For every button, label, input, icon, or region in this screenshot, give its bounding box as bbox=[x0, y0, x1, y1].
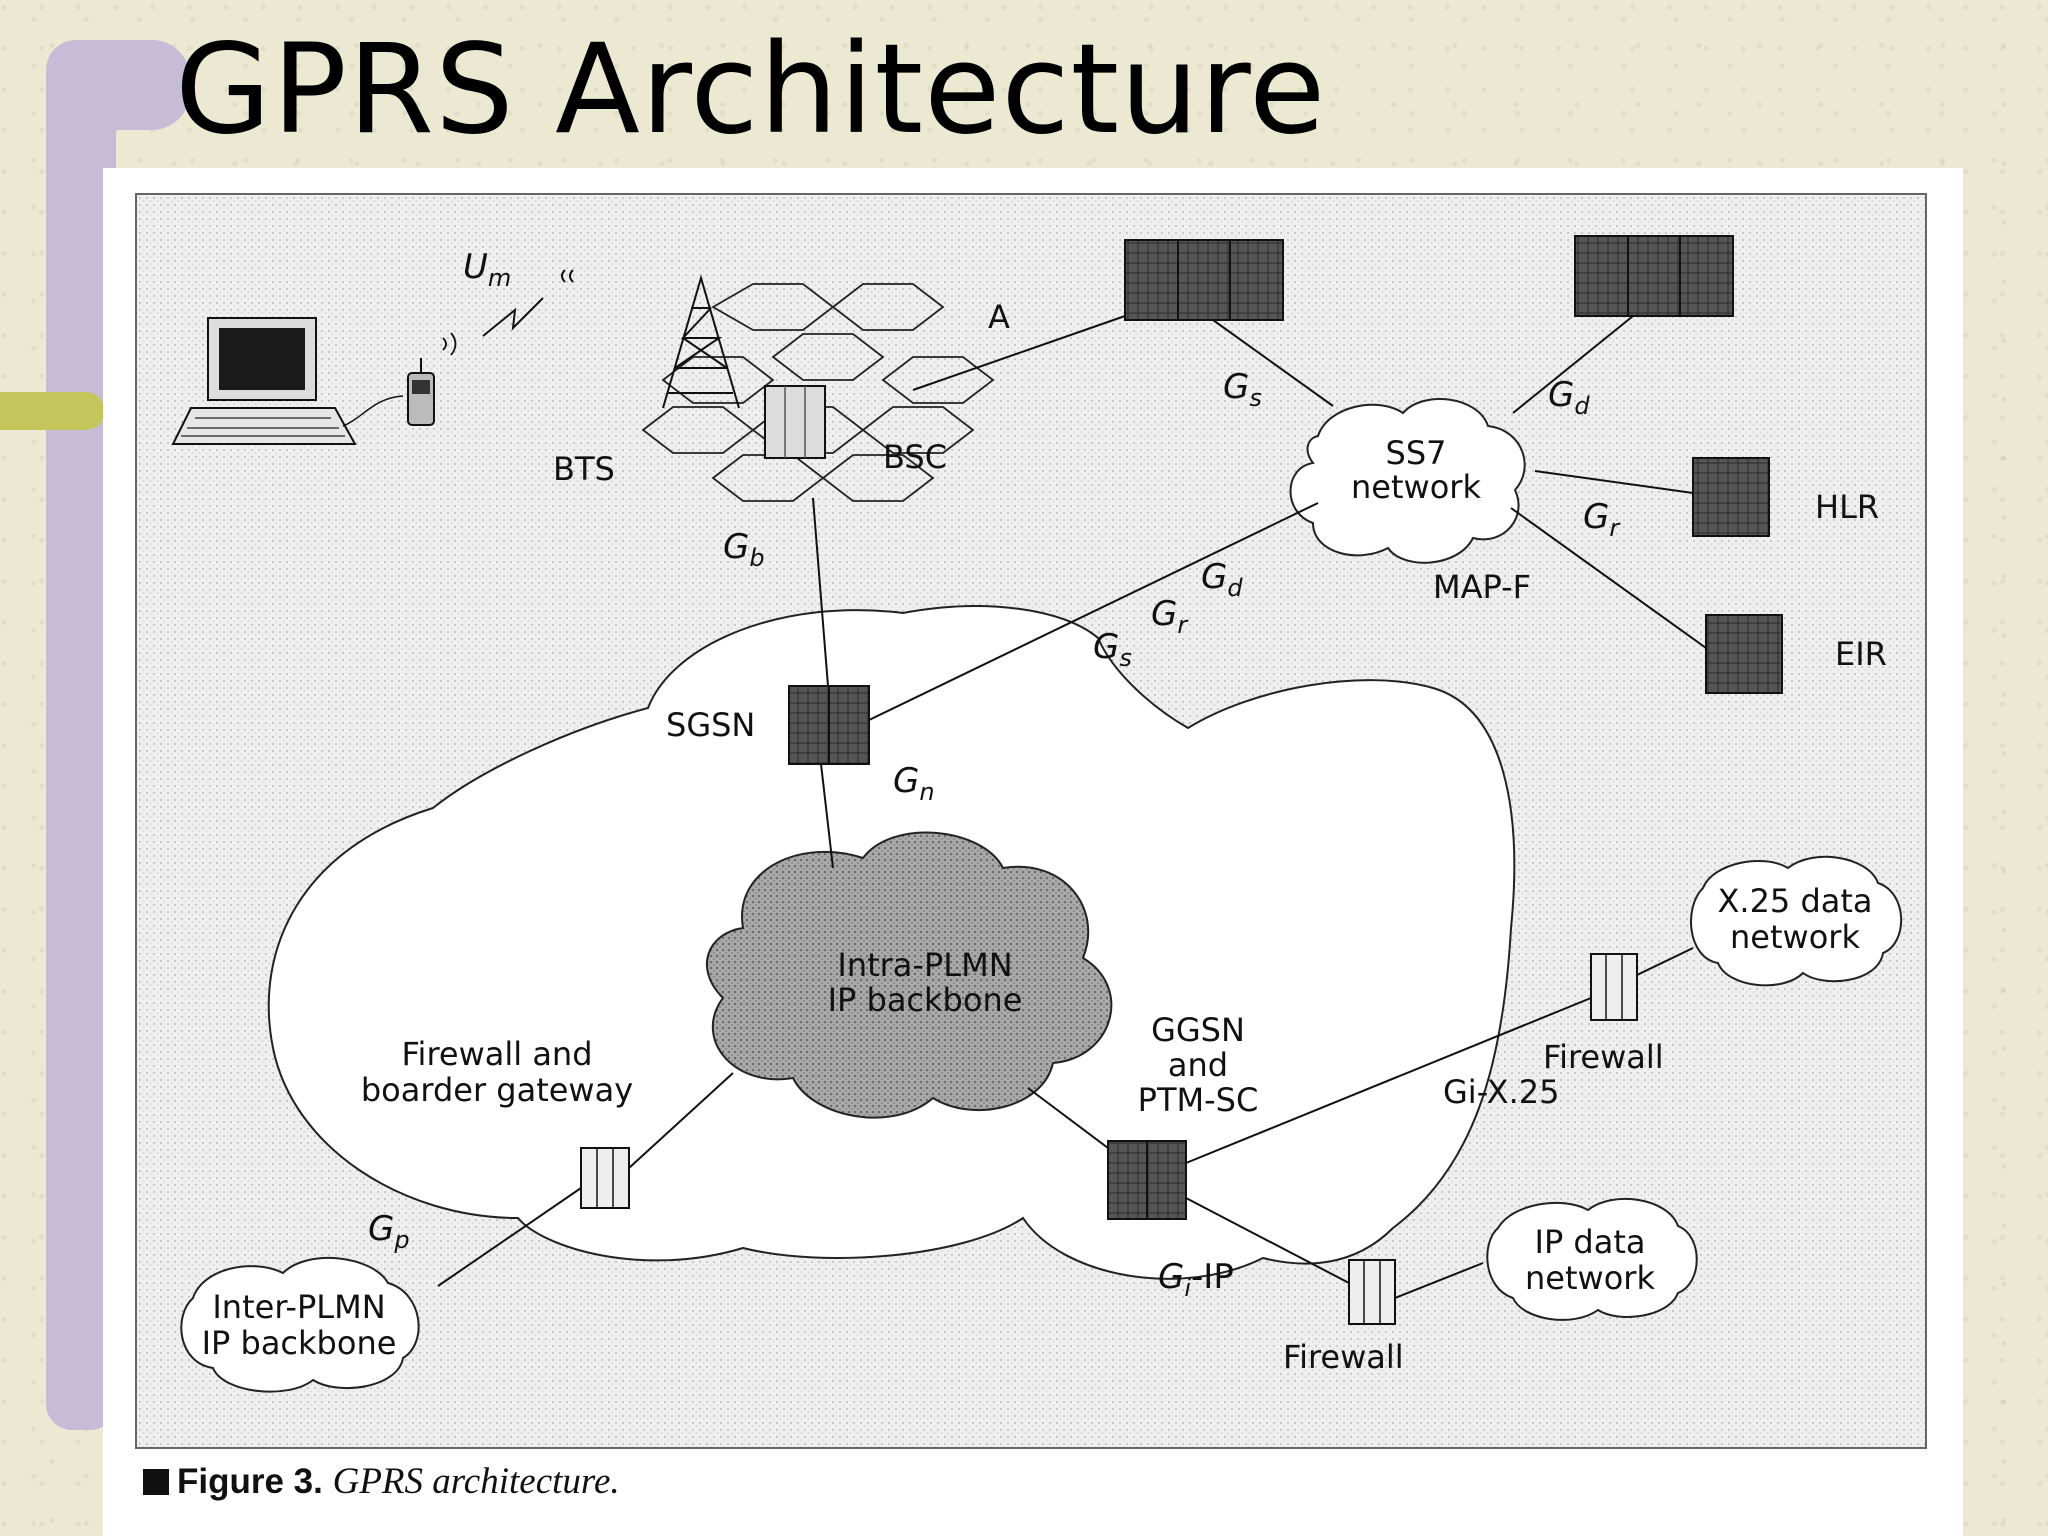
hlr-equipment-icon bbox=[1692, 457, 1770, 537]
ggsn-label-line1: GGSN bbox=[1151, 1011, 1245, 1049]
gs-mid-interface-label: Gs bbox=[1093, 627, 1132, 672]
bts-tower-icon bbox=[662, 274, 740, 409]
border-gateway-label-line1: Firewall and bbox=[401, 1035, 592, 1073]
gp-interface-label: Gp bbox=[368, 1209, 410, 1254]
caption-square-icon bbox=[143, 1469, 169, 1495]
msc-equipment-icon bbox=[1124, 239, 1284, 321]
hlr-label: HLR bbox=[1815, 488, 1879, 526]
sgsn-equipment-icon bbox=[788, 685, 870, 765]
x25-firewall-label: Firewall bbox=[1543, 1038, 1664, 1076]
intra-plmn-label-line2: IP backbone bbox=[828, 981, 1023, 1019]
x25-network-label-line1: X.25 data bbox=[1717, 882, 1872, 920]
figure-caption: Figure 3. GPRS architecture. bbox=[143, 1460, 620, 1503]
ggsn-equipment-icon bbox=[1107, 1140, 1187, 1220]
slide-decoration-accent bbox=[0, 392, 105, 430]
ip-firewall-label: Firewall bbox=[1283, 1338, 1404, 1376]
intra-plmn-label-line1: Intra-PLMN bbox=[837, 946, 1012, 984]
radio-waves-icon bbox=[561, 269, 574, 283]
gr-mid-interface-label: Gr bbox=[1151, 594, 1189, 639]
inter-plmn-label-line1: Inter-PLMN bbox=[212, 1288, 385, 1326]
bsc-label: BSC bbox=[883, 438, 947, 476]
ggsn-label-line2: and bbox=[1168, 1046, 1228, 1084]
map-f-label: MAP-F bbox=[1433, 568, 1531, 606]
slide-title: GPRS Architecture bbox=[175, 18, 1327, 162]
inter-plmn-cloud bbox=[180, 1256, 420, 1393]
gn-interface-label: Gn bbox=[893, 761, 935, 806]
sgsn-label: SGSN bbox=[666, 706, 755, 744]
caption-text: GPRS architecture. bbox=[332, 1461, 620, 1502]
caption-label: Figure 3. bbox=[177, 1462, 323, 1501]
gi-ip-interface-label: Gi-IP bbox=[1158, 1257, 1234, 1302]
intra-plmn-cloud bbox=[705, 831, 1113, 1119]
bts-label: BTS bbox=[553, 450, 615, 488]
border-gateway-label-line2: boarder gateway bbox=[361, 1071, 633, 1109]
ss7-cloud bbox=[1289, 398, 1526, 564]
gr-top-interface-label: Gr bbox=[1583, 497, 1621, 542]
eir-label: EIR bbox=[1835, 635, 1887, 673]
a-interface-label: A bbox=[988, 298, 1010, 336]
x25-network-label-line2: network bbox=[1730, 918, 1860, 956]
terminal-icon bbox=[171, 317, 404, 445]
gs-top-interface-label: Gs bbox=[1223, 367, 1262, 412]
ip-network-label-line2: network bbox=[1525, 1259, 1655, 1297]
ss7-label-line2: network bbox=[1351, 468, 1481, 506]
msc-vlr-equipment-icon bbox=[1574, 235, 1734, 317]
interface-links bbox=[437, 315, 1707, 1299]
x25-network-cloud bbox=[1690, 855, 1903, 987]
ip-network-label-line1: IP data bbox=[1535, 1223, 1646, 1261]
gd-mid-interface-label: Gd bbox=[1201, 557, 1243, 602]
radio-link-icon bbox=[482, 297, 544, 337]
gi-x25-interface-label: Gi-X.25 bbox=[1443, 1073, 1559, 1111]
bsc-equipment-icon bbox=[764, 385, 826, 459]
eir-equipment-icon bbox=[1705, 614, 1783, 694]
ip-network-cloud bbox=[1486, 1197, 1698, 1321]
gprs-diagram: BTS BSC SGSN SS7 network HLR EIR MAP-F I… bbox=[135, 193, 1927, 1449]
gd-top-interface-label: Gd bbox=[1548, 375, 1590, 420]
ip-firewall-icon bbox=[1348, 1259, 1396, 1325]
mobile-phone-icon bbox=[407, 332, 457, 426]
um-interface-label: Um bbox=[463, 247, 511, 292]
ss7-label-line1: SS7 bbox=[1386, 434, 1447, 472]
figure-panel: BTS BSC SGSN SS7 network HLR EIR MAP-F I… bbox=[103, 168, 1963, 1536]
ggsn-label-line3: PTM-SC bbox=[1138, 1081, 1259, 1119]
border-gateway-firewall-icon bbox=[580, 1147, 630, 1209]
x25-firewall-icon bbox=[1590, 953, 1638, 1021]
gb-interface-label: Gb bbox=[723, 527, 765, 572]
inter-plmn-label-line2: IP backbone bbox=[202, 1324, 397, 1362]
